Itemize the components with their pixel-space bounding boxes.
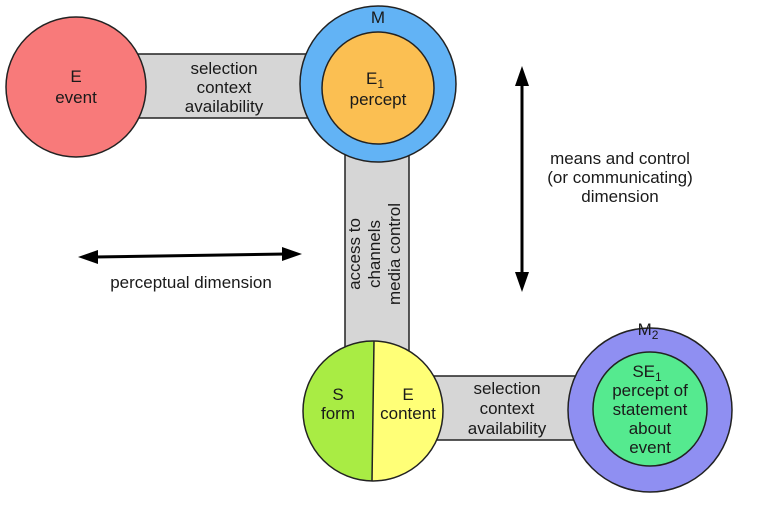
top-bridge-line1: selection <box>190 59 257 78</box>
sign-right-line1: E <box>402 385 413 404</box>
sign-right-half <box>372 341 443 482</box>
event-circle <box>5 16 147 158</box>
means-arrow-line2: (or communicating) <box>547 168 693 187</box>
m2-outer-label: M2 <box>638 320 659 342</box>
sign-left-line1: S <box>332 385 343 404</box>
m-inner-line2: percept <box>350 90 407 109</box>
m2-inner-line5: event <box>629 438 671 457</box>
bottom-bridge-line3: availability <box>468 419 547 438</box>
sign-left-line2: form <box>321 404 355 423</box>
m-inner-line1: E1 <box>366 69 384 91</box>
means-arrow <box>515 66 529 292</box>
perceptual-arrow <box>78 247 302 264</box>
top-bridge-line3: availability <box>185 97 264 116</box>
event-circle-line1: E <box>70 67 81 86</box>
vertical-bridge-line1: access to <box>345 218 364 290</box>
m2-inner-circle <box>592 351 708 467</box>
sign-right-line2: content <box>380 404 436 423</box>
sign-circle <box>302 340 444 482</box>
vertical-bridge-line2: channels <box>365 220 384 288</box>
vertical-bridge <box>344 154 410 354</box>
sign-left-half <box>303 340 374 481</box>
bottom-bridge-line1: selection <box>473 379 540 398</box>
top-bridge-line2: context <box>197 78 252 97</box>
sign-divider <box>371 340 375 482</box>
m-outer-label: M <box>371 8 385 27</box>
m2-inner-line4: about <box>629 419 672 438</box>
event-circle-line2: event <box>55 88 97 107</box>
means-arrow-line3: dimension <box>581 187 659 206</box>
means-arrow-line1: means and control <box>550 149 690 168</box>
m2-inner-line1: SE1 <box>632 362 662 384</box>
vertical-bridge-line3: media control <box>385 203 404 305</box>
bottom-bridge-line2: context <box>480 399 535 418</box>
m2-inner-line3: statement <box>613 400 688 419</box>
m-inner-circle <box>321 31 435 145</box>
perceptual-arrow-label: perceptual dimension <box>110 273 272 292</box>
m2-inner-line2: percept of <box>612 381 688 400</box>
